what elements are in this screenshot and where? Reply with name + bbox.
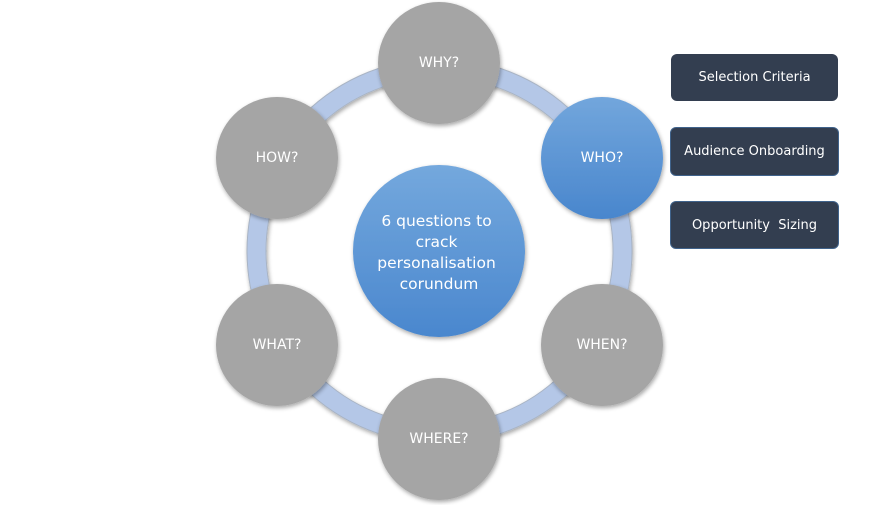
center-label-line: 6 questions to bbox=[381, 212, 491, 230]
node-how[interactable]: HOW? bbox=[216, 97, 338, 219]
node-who[interactable]: WHO? bbox=[541, 97, 663, 219]
selection-criteria-button[interactable]: Selection Criteria bbox=[671, 54, 838, 101]
node-what[interactable]: WHAT? bbox=[216, 284, 338, 406]
center-label-line: crack bbox=[416, 233, 458, 251]
node-label: WHERE? bbox=[409, 431, 468, 447]
audience-onboarding-label: Audience Onboarding bbox=[684, 144, 825, 159]
opportunity-sizing-label: Opportunity Sizing bbox=[691, 217, 818, 233]
node-label: WHY? bbox=[419, 55, 459, 71]
node-when[interactable]: WHEN? bbox=[541, 284, 663, 406]
center-node: 6 questions to crack personalisation cor… bbox=[353, 165, 525, 337]
opportunity-sizing-button[interactable]: Opportunity Sizing bbox=[670, 201, 839, 249]
node-label: WHO? bbox=[581, 150, 624, 166]
center-label-line: personalisation bbox=[377, 254, 496, 272]
audience-onboarding-button[interactable]: Audience Onboarding bbox=[670, 127, 839, 176]
node-label: WHAT? bbox=[253, 337, 302, 353]
center-label: 6 questions to crack personalisation cor… bbox=[377, 212, 500, 293]
node-label: HOW? bbox=[256, 150, 299, 166]
node-where[interactable]: WHERE? bbox=[378, 378, 500, 500]
center-label-line: corundum bbox=[400, 275, 479, 293]
node-why[interactable]: WHY? bbox=[378, 2, 500, 124]
selection-criteria-label: Selection Criteria bbox=[698, 70, 811, 85]
node-label: WHEN? bbox=[576, 337, 627, 353]
